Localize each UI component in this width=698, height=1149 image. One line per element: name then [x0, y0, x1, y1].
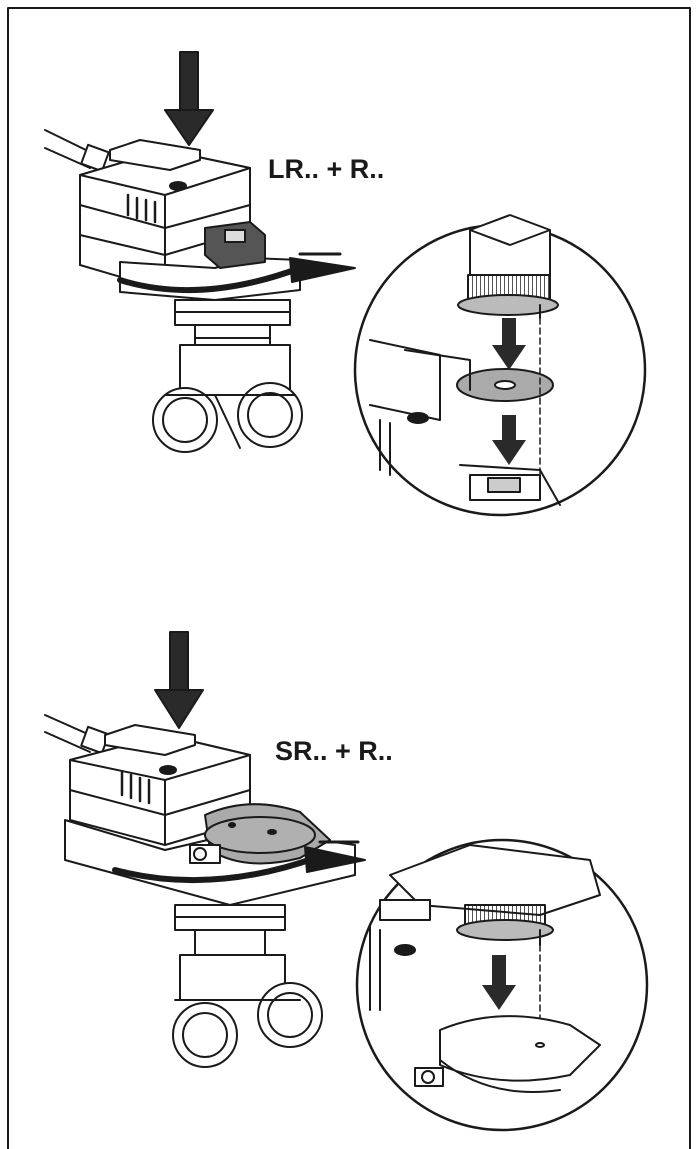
- detail-housing: [369, 339, 561, 506]
- detail-view-sr: [355, 838, 649, 1132]
- arrow-down-icon: [154, 631, 204, 729]
- panel-label-lr: LR.. + R..: [268, 154, 384, 184]
- top-block: [104, 724, 196, 756]
- detail-adapter-plate: [414, 1015, 601, 1093]
- panel-label-sr: SR.. + R..: [275, 736, 393, 766]
- panel-sr-actuator: SR.. + R..: [44, 631, 649, 1132]
- three-way-valve: [152, 344, 303, 453]
- detail-arrow-2: [492, 415, 526, 465]
- actuator-housing: [79, 139, 251, 291]
- three-way-valve: [172, 954, 323, 1068]
- slide-arrow-icon: [112, 840, 366, 884]
- indicator-dot: [159, 765, 177, 775]
- cable-gland: [80, 143, 110, 173]
- detail-housing-side: [369, 899, 431, 1011]
- cable: [44, 714, 91, 753]
- housing-vents: [126, 193, 157, 224]
- detail-housing-top: [389, 844, 601, 1041]
- top-block: [109, 139, 201, 171]
- arrow-down-icon: [164, 51, 214, 146]
- figure-border: [7, 7, 691, 1139]
- valve-adapter: [119, 257, 301, 351]
- detail-disc: [456, 317, 554, 491]
- slide-arrow-icon: [117, 252, 356, 294]
- indicator-dot: [169, 181, 187, 191]
- panel-lr-actuator: LR.. + R..: [44, 51, 647, 517]
- housing-vents: [120, 770, 151, 805]
- spindle-clamp: [204, 221, 266, 269]
- detail-arrow-1: [492, 318, 526, 370]
- spindle-adapter-plate: [189, 803, 331, 865]
- detail-view-lr: [353, 214, 647, 517]
- detail-stem: [457, 214, 559, 319]
